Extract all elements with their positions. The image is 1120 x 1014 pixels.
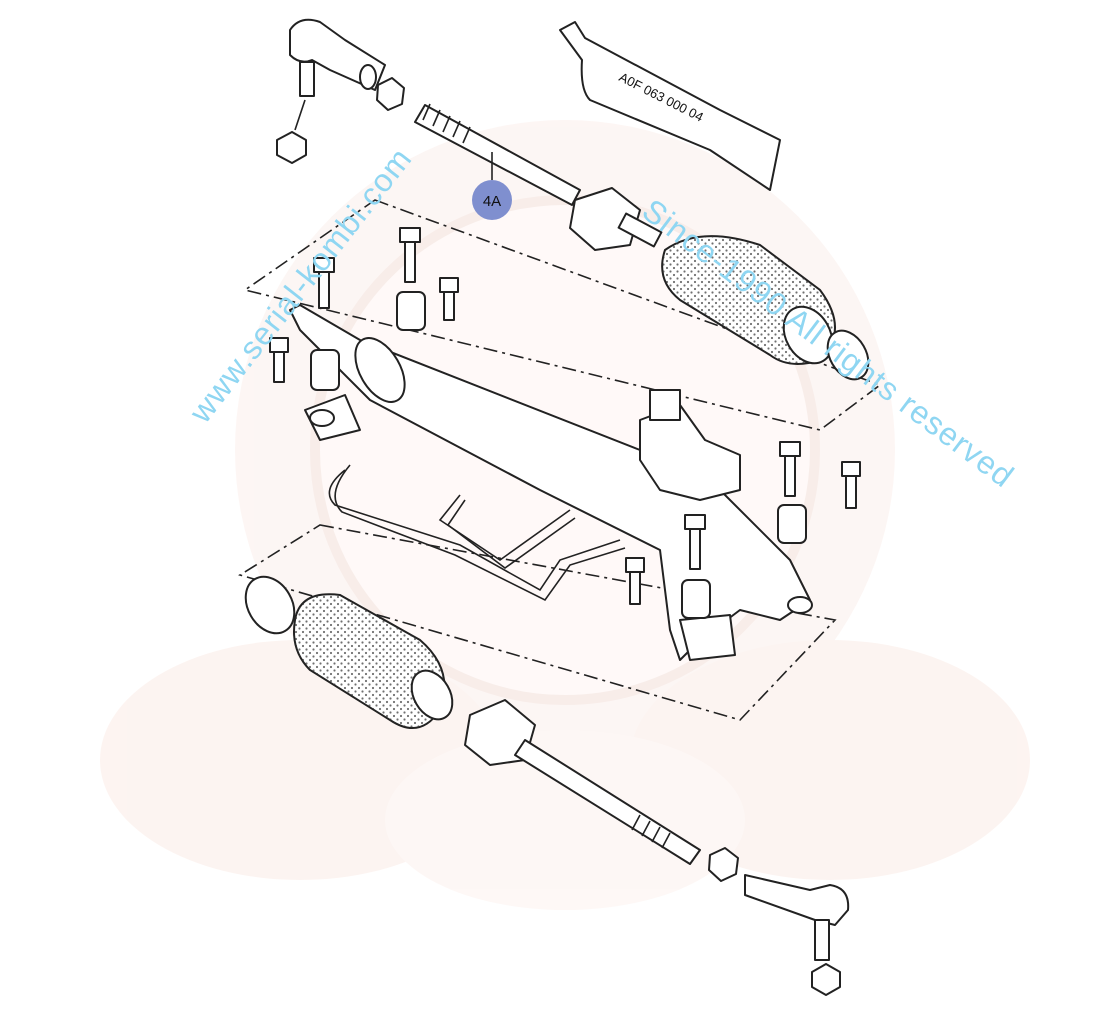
rack-housing	[289, 304, 813, 661]
bushing-icon	[777, 504, 807, 544]
upper-assembly-plane	[243, 199, 882, 431]
upper-tie-rod-end	[276, 18, 405, 164]
upper-inner-tie-rod	[414, 103, 663, 251]
bolt-icon	[269, 337, 289, 383]
bolt-icon	[439, 277, 459, 321]
bolt-icon	[841, 461, 861, 509]
nut-icon	[811, 963, 841, 996]
hydraulic-lines	[328, 464, 626, 602]
bushing-icon	[681, 579, 711, 619]
callout-4a[interactable]: 4A	[472, 152, 512, 220]
lower-assembly-plane	[238, 524, 837, 721]
lower-tie-rod-end	[744, 874, 850, 996]
bushing-icon	[396, 291, 426, 331]
bolt-icon	[313, 257, 335, 309]
logo-watermark	[100, 120, 1030, 910]
bolt-icon	[399, 227, 421, 283]
callout-label: 4A	[483, 193, 501, 210]
nut-icon	[276, 131, 307, 164]
bolt-icon	[625, 557, 645, 605]
lower-inner-tie-rod	[464, 699, 739, 882]
lower-bellows-boot	[244, 575, 454, 729]
bolt-icon	[684, 514, 706, 570]
bushing-icon	[310, 349, 340, 391]
bolts	[269, 227, 861, 619]
bolt-icon	[779, 441, 801, 497]
upper-bellows-boot	[661, 235, 870, 381]
